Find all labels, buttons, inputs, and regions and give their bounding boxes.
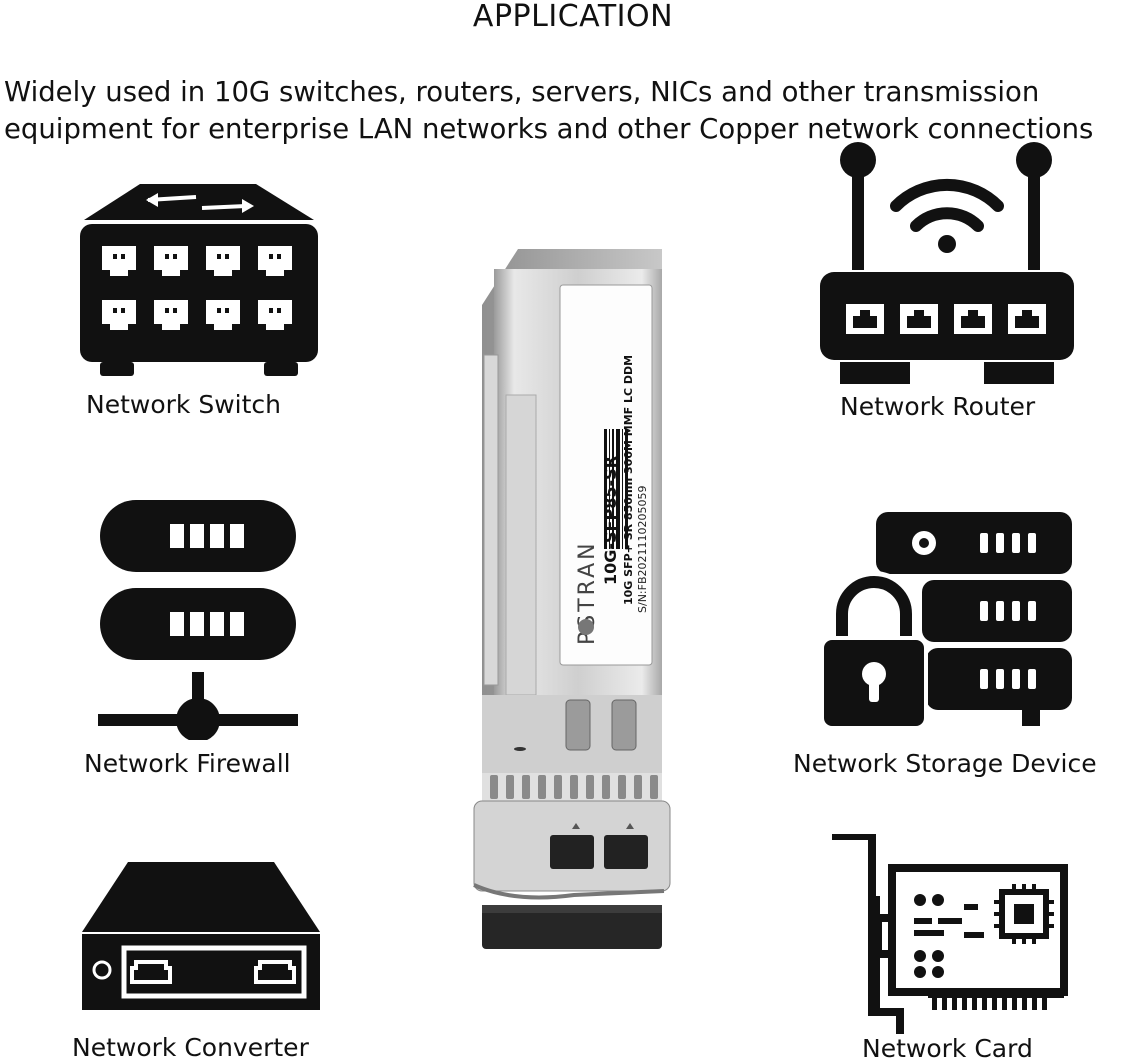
module-model: 10G-SFP85-SR bbox=[601, 456, 620, 585]
network-card-icon bbox=[832, 834, 1068, 1034]
module-serial: S/N:FB2021110205059 bbox=[636, 486, 649, 613]
description-line-1: Widely used in 10G switches, routers, se… bbox=[4, 76, 1040, 108]
network-router-label: Network Router bbox=[840, 392, 1036, 421]
module-spec: 10G SFP+ SR 850nm 300M MMF LC DDM bbox=[622, 355, 635, 605]
network-switch-label: Network Switch bbox=[86, 390, 281, 419]
network-converter-icon bbox=[82, 862, 320, 1010]
network-firewall-label: Network Firewall bbox=[84, 749, 291, 778]
network-storage-icon bbox=[822, 512, 1072, 730]
description: Widely used in 10G switches, routers, se… bbox=[4, 74, 1146, 148]
network-storage-label: Network Storage Device bbox=[793, 749, 1097, 778]
network-card-label: Network Card bbox=[862, 1034, 1033, 1063]
network-firewall-icon bbox=[98, 500, 298, 740]
network-converter-label: Network Converter bbox=[72, 1033, 309, 1062]
description-line-2: equipment for enterprise LAN networks an… bbox=[4, 113, 1094, 145]
page-title: APPLICATION bbox=[472, 0, 674, 34]
network-switch-icon bbox=[80, 184, 318, 376]
sfp-module: PSTRAN 10G-SFP85-SR 10G SFP+ SR 850nm 30… bbox=[473, 249, 671, 949]
network-router-icon bbox=[820, 142, 1074, 384]
